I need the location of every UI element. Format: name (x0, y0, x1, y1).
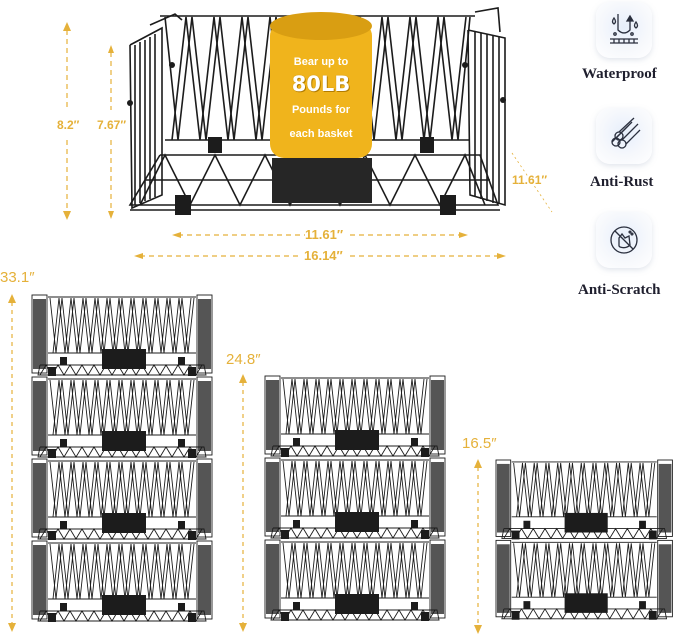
height-outer-label: 8.2″ (57, 118, 80, 132)
width-inner-label: 11.61″ (305, 227, 344, 242)
load-line-1: Bear up to (293, 56, 349, 68)
stack-4-height-label: 33.1″ (0, 269, 35, 286)
feature-card-waterproof (596, 2, 652, 58)
basket-label-plate (272, 158, 372, 203)
stack-3-height-label: 24.8″ (226, 351, 261, 368)
load-line-3: Pounds for (291, 104, 351, 116)
feature-label-waterproof: Waterproof (582, 66, 657, 82)
load-line-4: each basket (289, 128, 353, 140)
depth-label: 11.61″ (512, 173, 548, 187)
load-capacity-badge (270, 12, 372, 158)
stacked-baskets-illustration (8, 294, 673, 634)
waterproof-icon (610, 14, 639, 44)
dimension-arrows-top (63, 22, 553, 259)
feature-card-anti-rust (596, 108, 652, 164)
anti-rust-icon (611, 117, 641, 149)
load-weight: 80LB (291, 72, 351, 96)
anti-scratch-icon (610, 226, 638, 254)
stack-2-height-label: 16.5″ (462, 435, 497, 452)
height-inner-label: 7.67″ (97, 118, 127, 132)
feature-card-anti-scratch (596, 212, 652, 268)
width-outer-label: 16.14″ (304, 248, 343, 263)
feature-label-anti-rust: Anti-Rust (590, 174, 654, 190)
feature-label-anti-scratch: Anti-Scratch (578, 282, 661, 298)
